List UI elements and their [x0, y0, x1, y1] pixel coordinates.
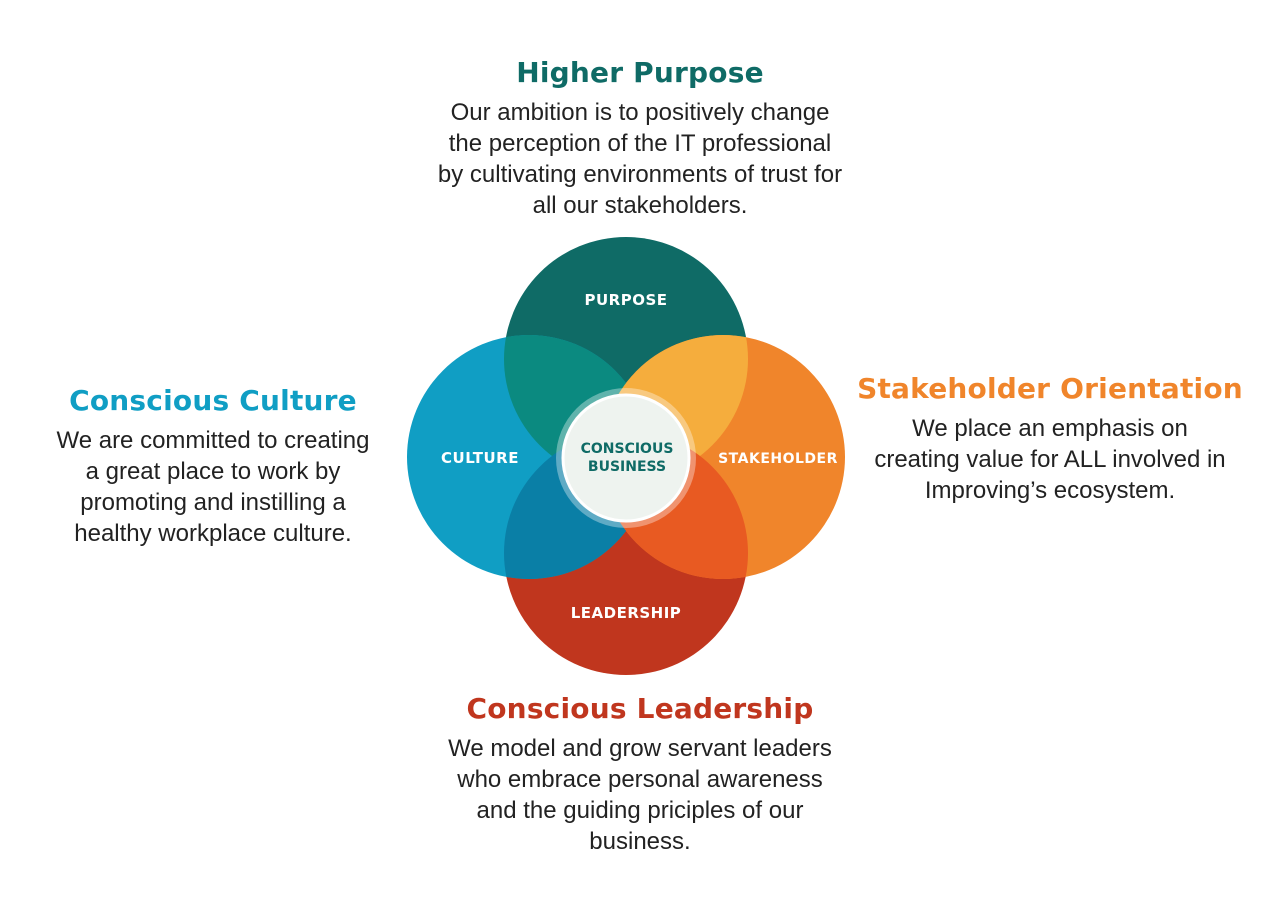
- description-line: creating value for ALL involved in: [874, 446, 1226, 473]
- description-line: promoting and instilling a: [80, 489, 346, 516]
- description-line: We are committed to creating: [56, 427, 370, 454]
- description-line: by cultivating environments of trust for: [437, 161, 843, 188]
- description-line: the perception of the IT professional: [448, 130, 832, 157]
- conscious-culture-description: We are committed to creating a great pla…: [30, 425, 396, 549]
- conscious-business-center-circle: [561, 393, 691, 523]
- center-label-line1: CONSCIOUS: [581, 441, 674, 457]
- description-line: We place an emphasis on: [912, 415, 1188, 442]
- conscious-leadership-description: We model and grow servant leaders who em…: [400, 733, 880, 857]
- higher-purpose-heading: Higher Purpose: [516, 56, 764, 89]
- description-line: healthy workplace culture.: [74, 520, 352, 547]
- purpose-label: PURPOSE: [584, 291, 667, 309]
- description-line: all our stakeholders.: [532, 192, 748, 219]
- conscious-leadership-heading: Conscious Leadership: [466, 692, 814, 725]
- stakeholder-orientation-description: We place an emphasis on creating value f…: [852, 413, 1248, 506]
- conscious-culture-heading: Conscious Culture: [69, 384, 357, 417]
- higher-purpose-description: Our ambition is to positively change the…: [400, 97, 880, 221]
- stakeholder-orientation-heading: Stakeholder Orientation: [857, 372, 1243, 405]
- conscious-leadership-block: Conscious Leadership We model and grow s…: [400, 692, 880, 857]
- leadership-label: LEADERSHIP: [571, 604, 682, 622]
- stakeholder-label: STAKEHOLDER: [718, 451, 838, 467]
- conscious-business-venn-diagram: PURPOSE CULTURE STAKEHOLDER LEADERSHIP C…: [407, 237, 845, 675]
- higher-purpose-block: Higher Purpose Our ambition is to positi…: [400, 56, 880, 221]
- description-line: and the guiding priciples of our: [476, 797, 804, 824]
- conscious-culture-block: Conscious Culture We are committed to cr…: [30, 384, 396, 549]
- description-line: who embrace personal awareness: [457, 766, 823, 793]
- stakeholder-orientation-block: Stakeholder Orientation We place an emph…: [852, 372, 1248, 506]
- description-line: a great place to work by: [85, 458, 341, 485]
- description-line: Our ambition is to positively change: [450, 99, 830, 126]
- culture-label: CULTURE: [441, 449, 519, 467]
- description-line: Improving’s ecosystem.: [924, 477, 1176, 504]
- description-line: We model and grow servant leaders: [448, 735, 832, 762]
- center-label-line2: BUSINESS: [588, 459, 666, 475]
- description-line: business.: [589, 828, 691, 855]
